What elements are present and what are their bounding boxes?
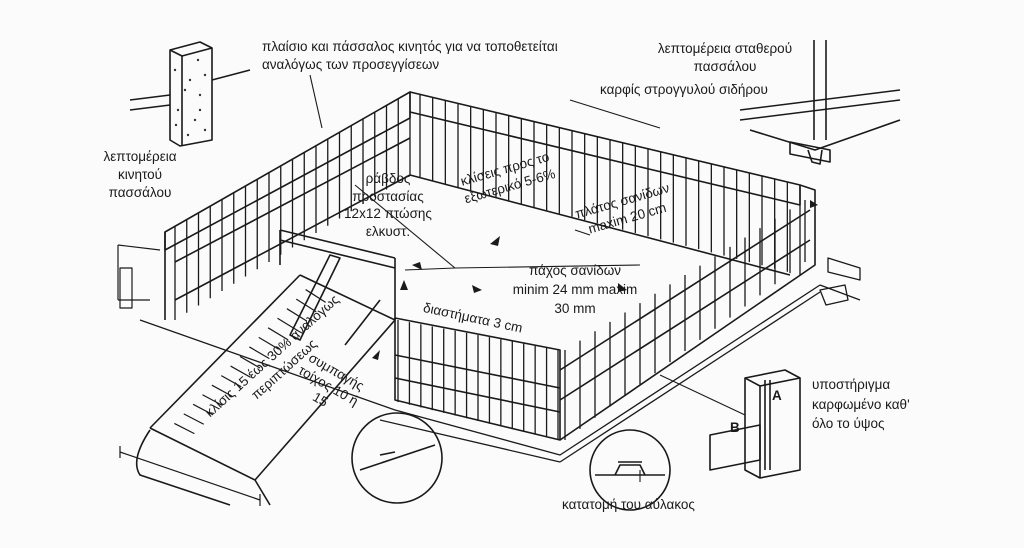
front-boards [397, 320, 559, 440]
ramp-rung [239, 355, 261, 369]
texture-dot [196, 58, 200, 62]
guard-rod-label: ράβδος προστασίας 12x12 πτώσης ελκυστ. [344, 171, 432, 239]
ramp-rung [305, 289, 326, 303]
ramp-rung [174, 422, 195, 435]
texture-dot [174, 123, 178, 127]
ramp-drawing [135, 254, 396, 506]
point-b-label: B [730, 420, 740, 435]
ramp-rung [202, 394, 223, 407]
right-boards [564, 200, 806, 440]
ramp-rung [230, 365, 251, 378]
fixed-post-detail-drawing [739, 40, 901, 165]
fixed-post-detail-label: λεπτομέρεια σταθερού πασσάλου [657, 41, 793, 75]
movable-post-texture [173, 58, 207, 137]
texture-dot [193, 118, 197, 122]
wall-circle-detail-drawing [351, 412, 443, 504]
ramp-rung [249, 346, 270, 360]
wall-detail-drawing [117, 244, 161, 309]
movable-post-detail-label: λεπτομέρεια κινητού πασσάλου [103, 149, 177, 201]
ramp-rung [220, 375, 242, 388]
texture-dot [203, 128, 207, 132]
texture-dot [188, 78, 192, 82]
movable-post-detail-drawing [129, 41, 251, 147]
ground-base [139, 257, 861, 463]
trench-section-drawing [589, 429, 671, 511]
board-thickness-label: πάχος σανίδων minim 24 mm maxim 30 mm [512, 263, 638, 316]
support-block-drawing [709, 369, 801, 479]
arrows [372, 200, 818, 360]
ramp-rung [192, 403, 214, 416]
texture-dot [176, 108, 180, 112]
texture-dot [183, 88, 187, 92]
ramp-rungs [174, 289, 326, 435]
texture-dot [198, 108, 202, 112]
point-a-label: A [772, 388, 782, 403]
texture-dot [203, 73, 207, 77]
texture-dot [173, 68, 177, 72]
texture-dot [186, 133, 190, 137]
ramp-rung [267, 327, 289, 341]
ramp-rung [295, 298, 317, 313]
support-label: υποστήριγμα καρφωμένο καθ' όλο το ύψος [812, 377, 910, 432]
ramp-rung [286, 308, 308, 322]
ramp-rung [211, 384, 233, 397]
ramp-dimension-line [119, 446, 261, 506]
round-iron-nail-label: καρφίς στρογγυλού σιδήρου [600, 82, 768, 97]
leader-lines [309, 74, 746, 482]
texture-dot [198, 93, 202, 97]
trench-section-label: κατατομή του αύλακος [562, 497, 695, 512]
ramp-rung [183, 413, 205, 425]
ramp-rung [277, 317, 298, 332]
movable-frame-label: πλαίσιο και πάσσαλος κινητός για να τοπο… [262, 39, 558, 73]
back-right-boards [419, 95, 801, 275]
guard-rod-drawing [279, 229, 396, 320]
ramp-rung [258, 336, 280, 350]
